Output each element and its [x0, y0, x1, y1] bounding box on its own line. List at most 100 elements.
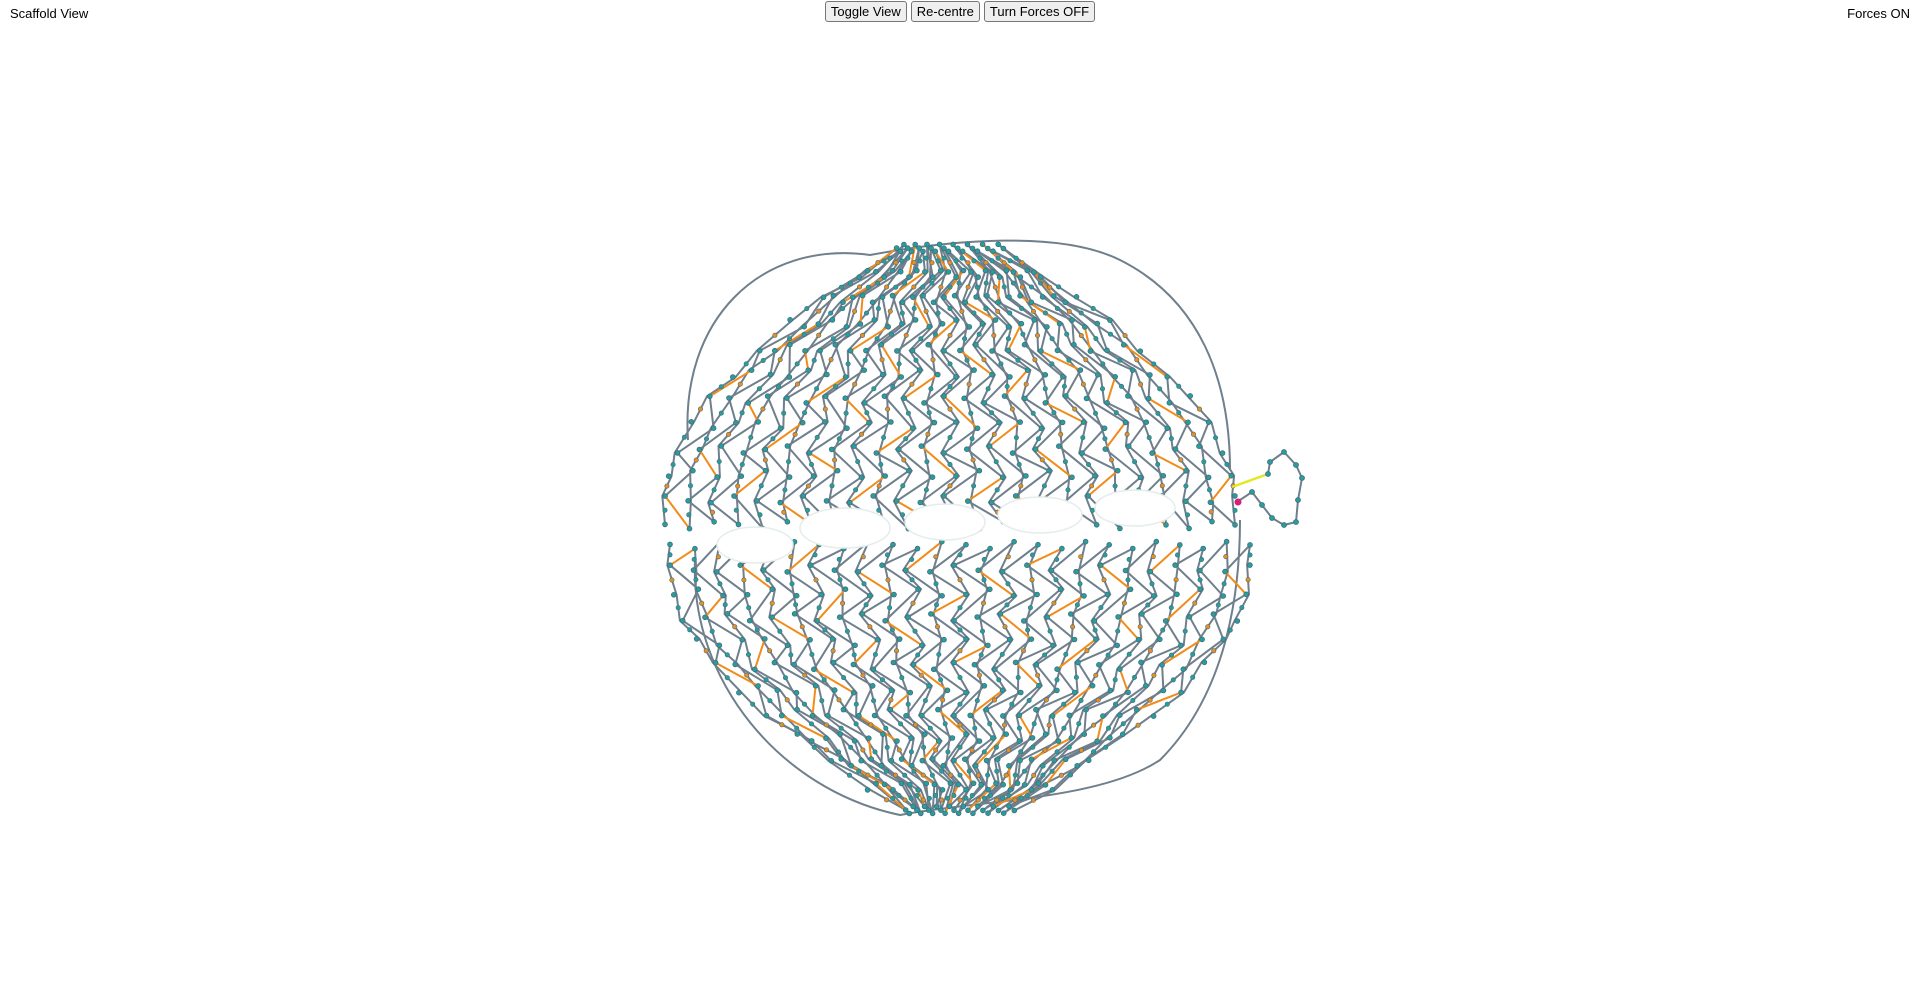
scaffold-node[interactable]	[765, 577, 771, 583]
scaffold-node[interactable]	[910, 803, 916, 810]
loose-strand-node[interactable]	[1293, 519, 1299, 525]
scaffold-node[interactable]	[899, 299, 906, 306]
scaffold-node[interactable]	[1117, 357, 1123, 363]
scaffold-node[interactable]	[993, 780, 999, 786]
scaffold-node[interactable]	[769, 600, 775, 606]
scaffold-node[interactable]	[996, 274, 1003, 280]
scaffold-node[interactable]	[802, 672, 808, 678]
scaffold-node[interactable]	[987, 545, 993, 552]
scaffold-node[interactable]	[731, 493, 737, 499]
scaffold-node[interactable]	[895, 446, 902, 453]
scaffold-node[interactable]	[1150, 554, 1156, 560]
scaffold-node[interactable]	[911, 260, 917, 266]
scaffold-node[interactable]	[929, 772, 935, 778]
scaffold-node[interactable]	[845, 361, 851, 367]
scaffold-node[interactable]	[840, 299, 846, 306]
scaffold-node[interactable]	[838, 725, 844, 731]
scaffold-node[interactable]	[983, 280, 989, 286]
scaffold-node[interactable]	[813, 577, 819, 583]
scaffold-node[interactable]	[1006, 762, 1012, 769]
scaffold-node[interactable]	[981, 795, 987, 801]
scaffold-node[interactable]	[990, 248, 996, 255]
scaffold-node[interactable]	[1012, 659, 1019, 666]
scaffold-node[interactable]	[1036, 682, 1042, 689]
scaffold-node[interactable]	[1201, 459, 1207, 465]
scaffold-node[interactable]	[909, 577, 915, 583]
scaffold-node[interactable]	[1200, 545, 1206, 552]
scaffold-node[interactable]	[893, 245, 900, 251]
scaffold-node[interactable]	[864, 267, 871, 274]
scaffold-node[interactable]	[933, 602, 939, 608]
scaffold-node[interactable]	[830, 648, 836, 654]
scaffold-node[interactable]	[1093, 410, 1099, 416]
scaffold-node[interactable]	[985, 810, 991, 816]
scaffold-node[interactable]	[947, 434, 953, 440]
scaffold-node[interactable]	[908, 795, 914, 801]
scaffold-node[interactable]	[1070, 624, 1076, 630]
scaffold-node[interactable]	[925, 431, 931, 437]
scaffold-node[interactable]	[969, 436, 975, 442]
scaffold-node[interactable]	[1062, 459, 1068, 465]
scaffold-node[interactable]	[1027, 605, 1033, 611]
scaffold-node[interactable]	[999, 651, 1005, 657]
scaffold-node[interactable]	[871, 698, 877, 704]
scaffold-node[interactable]	[1003, 731, 1009, 737]
scaffold-node[interactable]	[964, 357, 970, 363]
loose-strand-node[interactable]	[1265, 471, 1271, 477]
scaffold-node[interactable]	[838, 284, 844, 290]
scaffold-node[interactable]	[784, 395, 790, 401]
scaffold-node[interactable]	[667, 562, 673, 568]
scaffold-node[interactable]	[1175, 552, 1181, 558]
scaffold-node[interactable]	[1170, 677, 1176, 683]
scaffold-node[interactable]	[789, 581, 795, 587]
scaffold-node[interactable]	[888, 697, 894, 703]
scaffold-node[interactable]	[1137, 474, 1144, 481]
scaffold-node[interactable]	[896, 747, 902, 753]
scaffold-node[interactable]	[842, 586, 849, 592]
scaffold-node[interactable]	[909, 347, 916, 354]
scaffold-node[interactable]	[1117, 712, 1123, 718]
scaffold-node[interactable]	[990, 735, 996, 741]
scaffold-node[interactable]	[1004, 602, 1010, 608]
scaffold-node[interactable]	[716, 642, 723, 649]
scaffold-node[interactable]	[1132, 459, 1138, 465]
scaffold-node[interactable]	[920, 797, 926, 803]
scaffold-node[interactable]	[940, 697, 946, 703]
scaffold-node[interactable]	[1115, 614, 1121, 620]
scaffold-node[interactable]	[809, 712, 816, 719]
scaffold-node[interactable]	[1085, 757, 1092, 764]
scaffold-node[interactable]	[733, 419, 739, 426]
scaffold-node[interactable]	[692, 545, 698, 552]
scaffold-node[interactable]	[993, 459, 999, 465]
scaffold-node[interactable]	[884, 797, 890, 803]
scaffold-node[interactable]	[686, 525, 693, 532]
scaffold-node[interactable]	[979, 241, 986, 248]
scaffold-node[interactable]	[1000, 245, 1007, 252]
scaffold-node[interactable]	[801, 323, 807, 330]
scaffold-node[interactable]	[1015, 674, 1021, 680]
scaffold-node[interactable]	[853, 701, 859, 707]
scaffold-node[interactable]	[1074, 602, 1080, 608]
scaffold-node[interactable]	[856, 712, 862, 719]
scaffold-node[interactable]	[1247, 542, 1253, 548]
scaffold-node[interactable]	[938, 284, 944, 290]
scaffold-node[interactable]	[1207, 499, 1214, 506]
scaffold-node[interactable]	[920, 248, 926, 255]
scaffold-node[interactable]	[817, 347, 823, 354]
scaffold-node[interactable]	[1006, 747, 1012, 753]
scaffold-node[interactable]	[1220, 593, 1226, 599]
scaffold-node[interactable]	[782, 487, 788, 493]
scaffold-node[interactable]	[771, 659, 778, 666]
scaffold-node[interactable]	[929, 260, 935, 266]
scaffold-node[interactable]	[933, 581, 939, 587]
scaffold-node[interactable]	[878, 461, 884, 467]
scaffold-node[interactable]	[980, 600, 986, 606]
scaffold-node[interactable]	[1059, 419, 1066, 426]
scaffold-node[interactable]	[1068, 734, 1075, 741]
scaffold-node[interactable]	[1051, 757, 1057, 764]
scaffold-node[interactable]	[902, 797, 908, 803]
scaffold-node[interactable]	[1134, 406, 1140, 412]
scaffold-node[interactable]	[1196, 443, 1202, 450]
scaffold-node[interactable]	[966, 324, 973, 330]
scaffold-node[interactable]	[1092, 627, 1098, 633]
